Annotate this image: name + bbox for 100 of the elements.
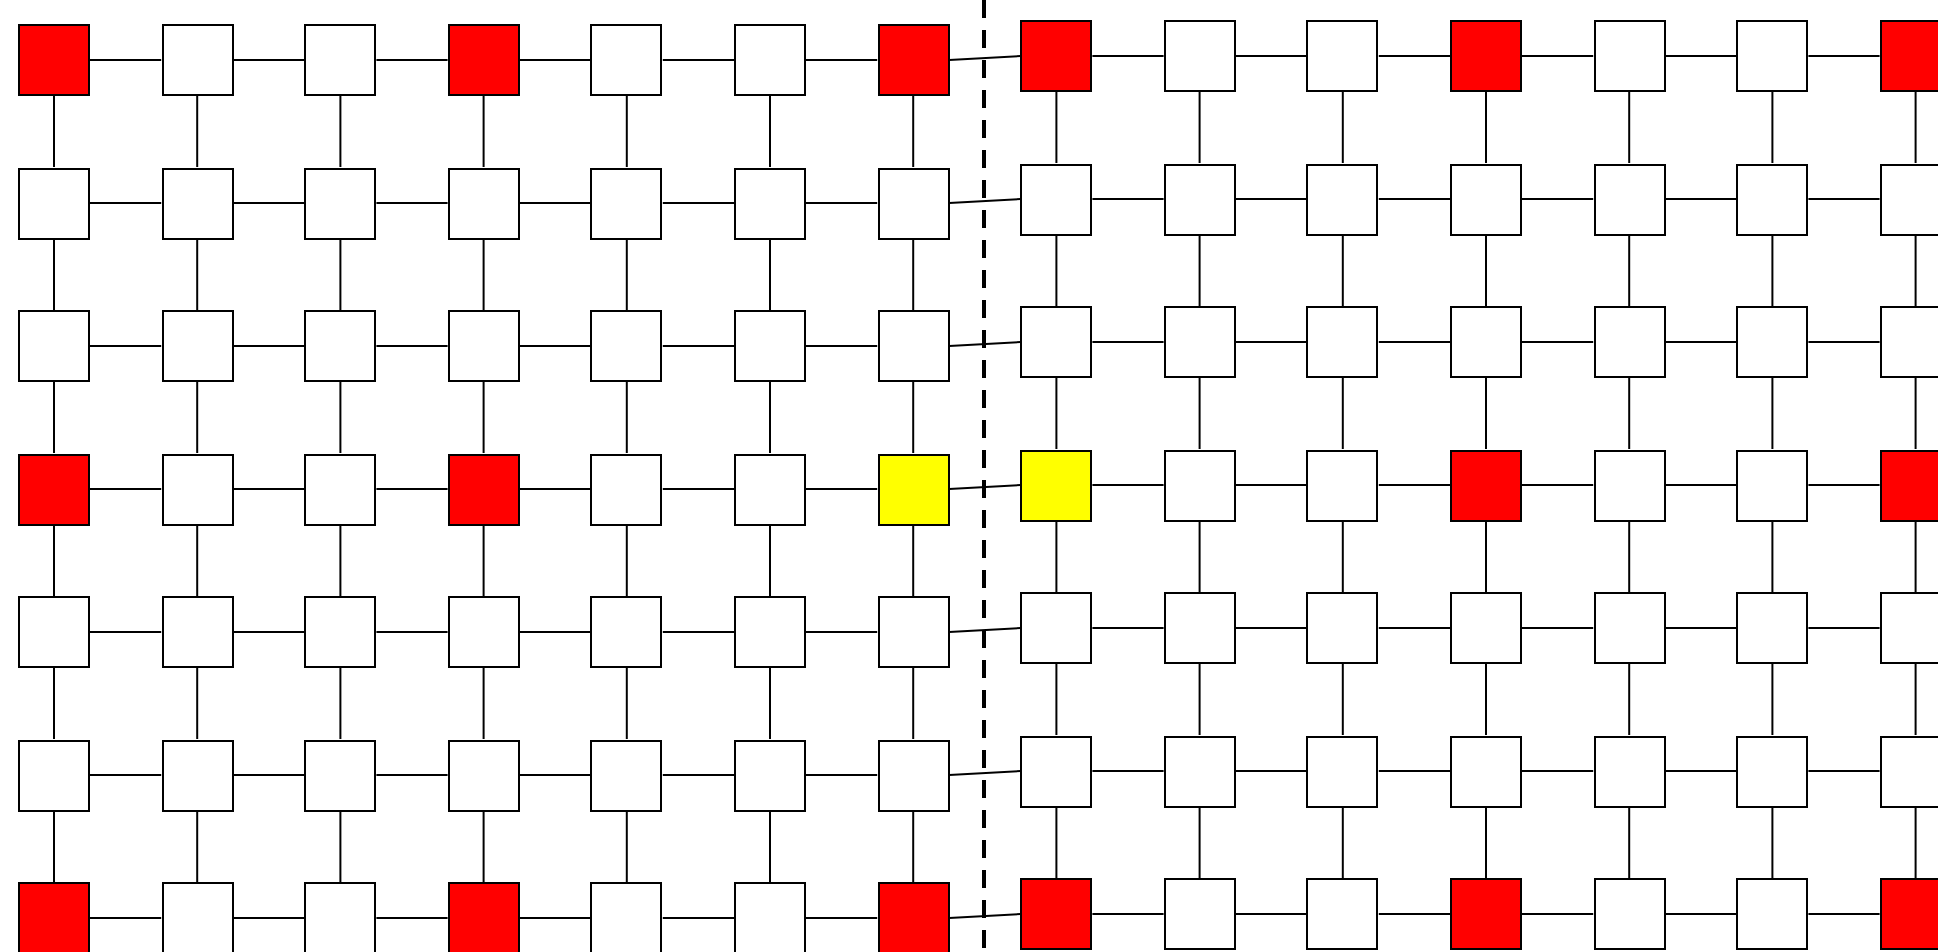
square-node [590, 24, 663, 96]
connector-line [1198, 377, 1201, 450]
connector-line [232, 774, 306, 776]
connector-line [625, 238, 628, 311]
square-node [1879, 306, 1938, 378]
square-node [1020, 735, 1093, 807]
connector-line [1198, 806, 1201, 879]
connector-line [482, 381, 485, 454]
connector-line [1055, 663, 1058, 736]
connector-line [912, 667, 915, 740]
square-node [1163, 735, 1236, 807]
connector-line [1914, 234, 1917, 307]
connector-line [89, 774, 163, 776]
square-node [18, 739, 90, 811]
connector-line [1341, 377, 1344, 450]
connector-line [375, 59, 449, 61]
connector-line [1807, 198, 1881, 200]
connector-line [948, 770, 1022, 776]
connector-line [769, 381, 771, 454]
connector-line [1055, 806, 1058, 879]
square-node [1020, 878, 1093, 950]
square-node [1879, 735, 1938, 807]
connector-line [1485, 91, 1487, 164]
connector-line [375, 345, 449, 347]
connector-line [1377, 627, 1451, 629]
connector-line [1091, 627, 1165, 629]
square-node [1450, 592, 1522, 664]
connector-line [339, 524, 342, 597]
connector-line [339, 381, 342, 454]
square-node [1736, 306, 1809, 378]
square-node [161, 310, 234, 382]
square-node [304, 739, 377, 811]
square-node [1163, 878, 1236, 950]
connector-line [625, 524, 628, 597]
connector-line [1628, 91, 1631, 164]
connector-line [912, 95, 915, 168]
connector-line [1377, 913, 1451, 915]
connector-line [375, 917, 449, 919]
square-node [18, 453, 90, 525]
square-node [734, 596, 806, 668]
connector-line [1914, 663, 1917, 736]
connector-line [482, 238, 485, 311]
connector-line [1341, 91, 1344, 164]
connector-line [1377, 198, 1451, 200]
connector-line [1091, 55, 1165, 57]
square-node [1163, 449, 1236, 521]
connector-line [1234, 913, 1308, 915]
connector-line [518, 59, 592, 61]
connector-line [1055, 234, 1058, 307]
connector-line [1771, 91, 1774, 164]
connector-line [1628, 377, 1631, 450]
connector-line [53, 381, 55, 454]
connector-line [196, 381, 199, 454]
connector-line [1485, 377, 1487, 450]
square-node [447, 596, 520, 668]
connector-line [1914, 806, 1917, 879]
connector-line [1628, 520, 1631, 593]
connector-line [1198, 234, 1201, 307]
connector-line [1807, 484, 1881, 486]
square-node [1020, 163, 1093, 235]
connector-line [769, 95, 771, 168]
connector-line [1091, 341, 1165, 343]
connector-line [89, 631, 163, 633]
square-node [304, 167, 377, 239]
connector-line [1485, 234, 1487, 307]
connector-line [89, 345, 163, 347]
square-node [1879, 449, 1938, 521]
square-node [161, 453, 234, 525]
square-node [1879, 878, 1938, 950]
square-node [304, 24, 377, 96]
square-node [1163, 20, 1236, 92]
square-node [1020, 20, 1093, 92]
square-node [1020, 592, 1093, 664]
square-node [1306, 735, 1379, 807]
square-node [1450, 20, 1522, 92]
square-node [447, 739, 520, 811]
square-node [447, 453, 520, 525]
connector-line [375, 202, 449, 204]
square-node [1163, 306, 1236, 378]
connector-line [375, 774, 449, 776]
connector-line [339, 810, 342, 883]
connector-line [1664, 341, 1738, 343]
connector-line [1091, 770, 1165, 772]
square-node [1163, 592, 1236, 664]
square-node [1593, 592, 1666, 664]
square-node [1020, 306, 1093, 378]
connector-line [1234, 198, 1308, 200]
connector-line [196, 524, 199, 597]
connector-line [232, 202, 306, 204]
connector-line [1664, 55, 1738, 57]
square-node [590, 882, 663, 952]
connector-line [518, 774, 592, 776]
connector-line [912, 381, 915, 454]
connector-line [89, 202, 163, 204]
connector-line [482, 95, 485, 168]
square-node [1306, 592, 1379, 664]
connector-line [1485, 663, 1487, 736]
connector-line [1664, 913, 1738, 915]
connector-line [482, 524, 485, 597]
connector-line [53, 95, 55, 168]
